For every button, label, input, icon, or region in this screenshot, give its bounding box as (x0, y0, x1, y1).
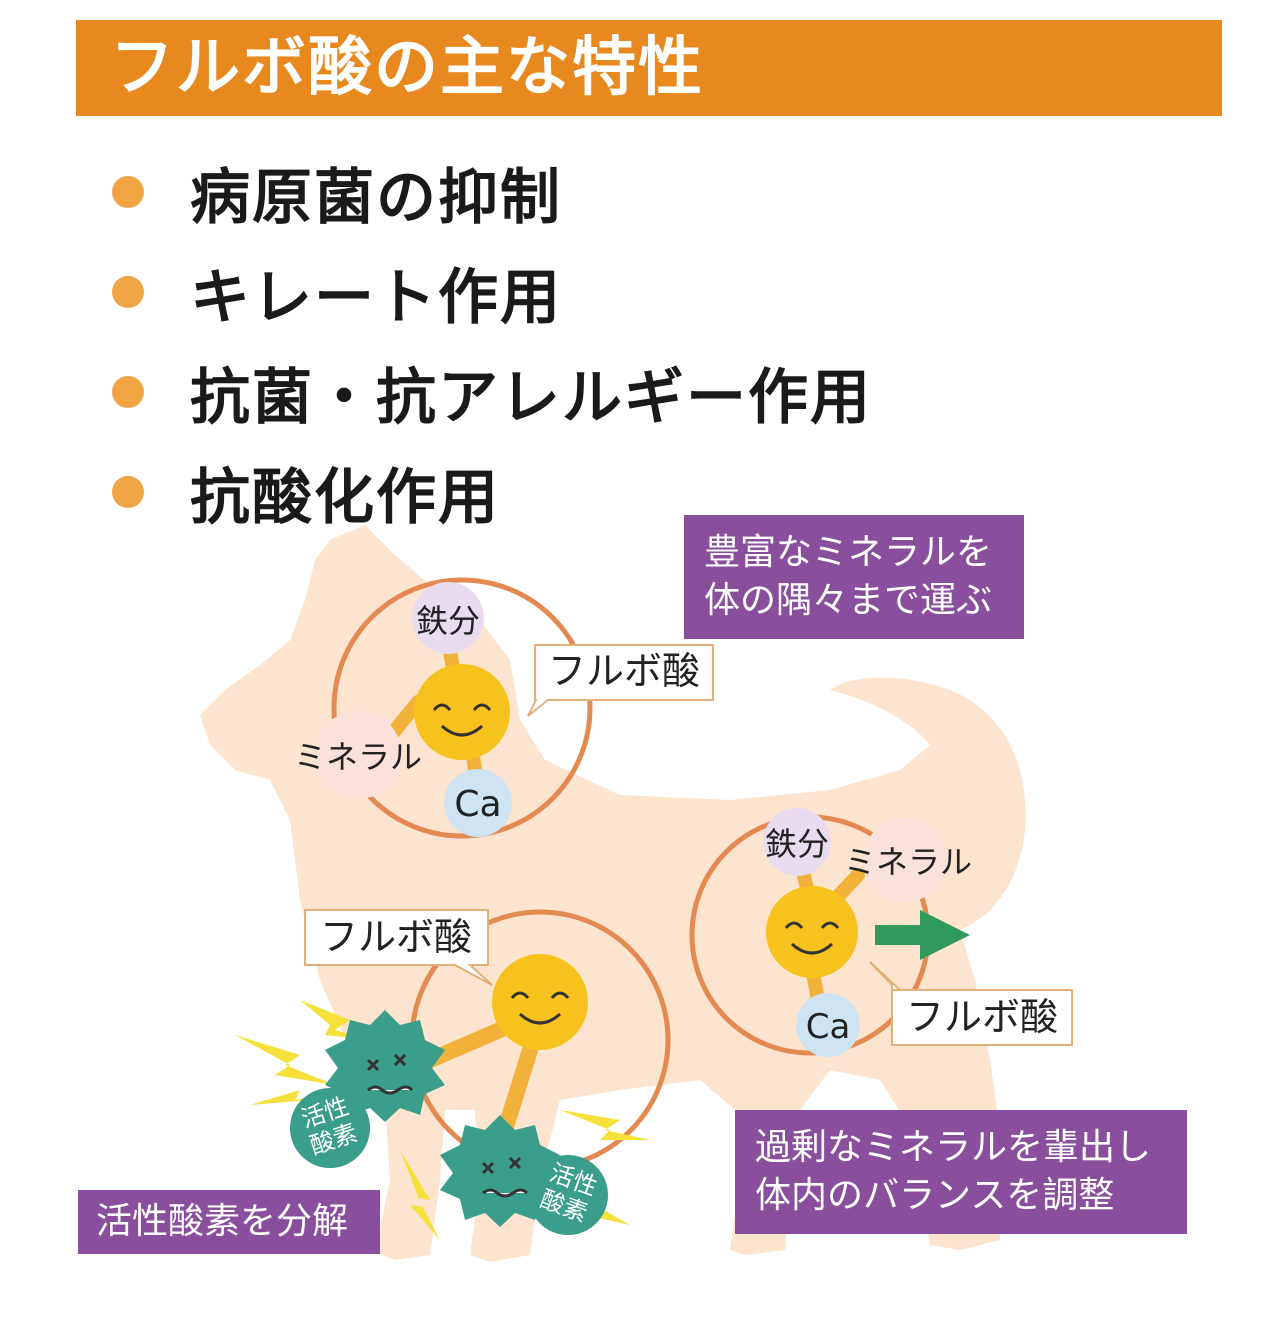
bullet-dot-icon (112, 376, 144, 408)
calcium-particle-label: Ca (454, 784, 501, 825)
list-item: キレート作用 (112, 242, 562, 342)
mineral-particle (314, 711, 402, 799)
belly-link-arms (422, 1022, 538, 1138)
callout-line: 過剰なミネラルを輩出し (755, 1127, 1152, 1168)
callout-decompose-radicals: 活性酸素を分解 (78, 1190, 380, 1254)
callout-carry-minerals: 豊富なミネラルを 体の隅々まで運ぶ (684, 515, 1024, 639)
radical-virus-icon (325, 1010, 445, 1122)
mineral-particle (863, 818, 947, 902)
arrow-right-icon (875, 910, 970, 960)
bullet-dot-icon (112, 276, 144, 308)
smiley-eyes-icon (510, 991, 570, 999)
bullet-dot-icon (112, 176, 144, 208)
iron-particle (763, 808, 831, 876)
callout-line: 体の隅々まで運ぶ (704, 580, 993, 621)
fulvic-smiley-icon (492, 954, 588, 1050)
calcium-particle (796, 993, 860, 1057)
speech-bubble-neck-text: フルボ酸 (548, 649, 700, 693)
radical-label-badge (290, 1088, 370, 1168)
list-item-label: 抗菌・抗アレルギー作用 (190, 362, 872, 433)
smiley-eyes-icon (432, 703, 492, 711)
smiley-mouth-icon (440, 724, 484, 737)
speech-bubble-hind-text: フルボ酸 (906, 995, 1058, 1039)
iron-particle-label: 鉄分 (765, 825, 829, 863)
fulvic-smiley-icon (766, 886, 858, 978)
smiley-mouth-icon (518, 1012, 562, 1025)
callout-balance-minerals: 過剰なミネラルを輩出し 体内のバランスを調整 (735, 1110, 1187, 1234)
smiley-eyes-icon (784, 921, 840, 929)
neck-circle (331, 577, 593, 839)
title-banner: フルボ酸の主な特性 (76, 20, 1222, 116)
mineral-particle-label: ミネラル (844, 843, 972, 881)
bullet-dot-icon (112, 476, 144, 508)
list-item-label: キレート作用 (190, 262, 562, 333)
callout-line: 体内のバランスを調整 (755, 1175, 1115, 1216)
fulvic-smiley-icon (414, 664, 510, 760)
speech-bubble-neck (527, 644, 714, 717)
iron-particle (412, 582, 484, 654)
calcium-particle-label: Ca (806, 1007, 851, 1047)
iron-particle-label: 鉄分 (416, 602, 480, 640)
calcium-particle (444, 769, 512, 837)
list-item-label: 抗酸化作用 (190, 462, 500, 533)
list-item: 抗菌・抗アレルギー作用 (112, 342, 872, 442)
page-title: フルボ酸の主な特性 (110, 31, 704, 105)
smiley-mouth-icon (790, 942, 834, 955)
radical-label-badge (528, 1155, 608, 1235)
callout-line: 豊富なミネラルを (704, 532, 993, 573)
list-item: 病原菌の抑制 (112, 142, 562, 242)
speech-bubble-belly-text: フルボ酸 (320, 915, 472, 959)
list-item: 抗酸化作用 (112, 442, 500, 542)
callout-line: 活性酸素を分解 (96, 1201, 349, 1242)
list-item-label: 病原菌の抑制 (190, 162, 562, 233)
speech-bubble-hind (869, 961, 1073, 1046)
speech-bubble-belly (304, 909, 493, 986)
mineral-particle-label: ミネラル (294, 738, 422, 776)
